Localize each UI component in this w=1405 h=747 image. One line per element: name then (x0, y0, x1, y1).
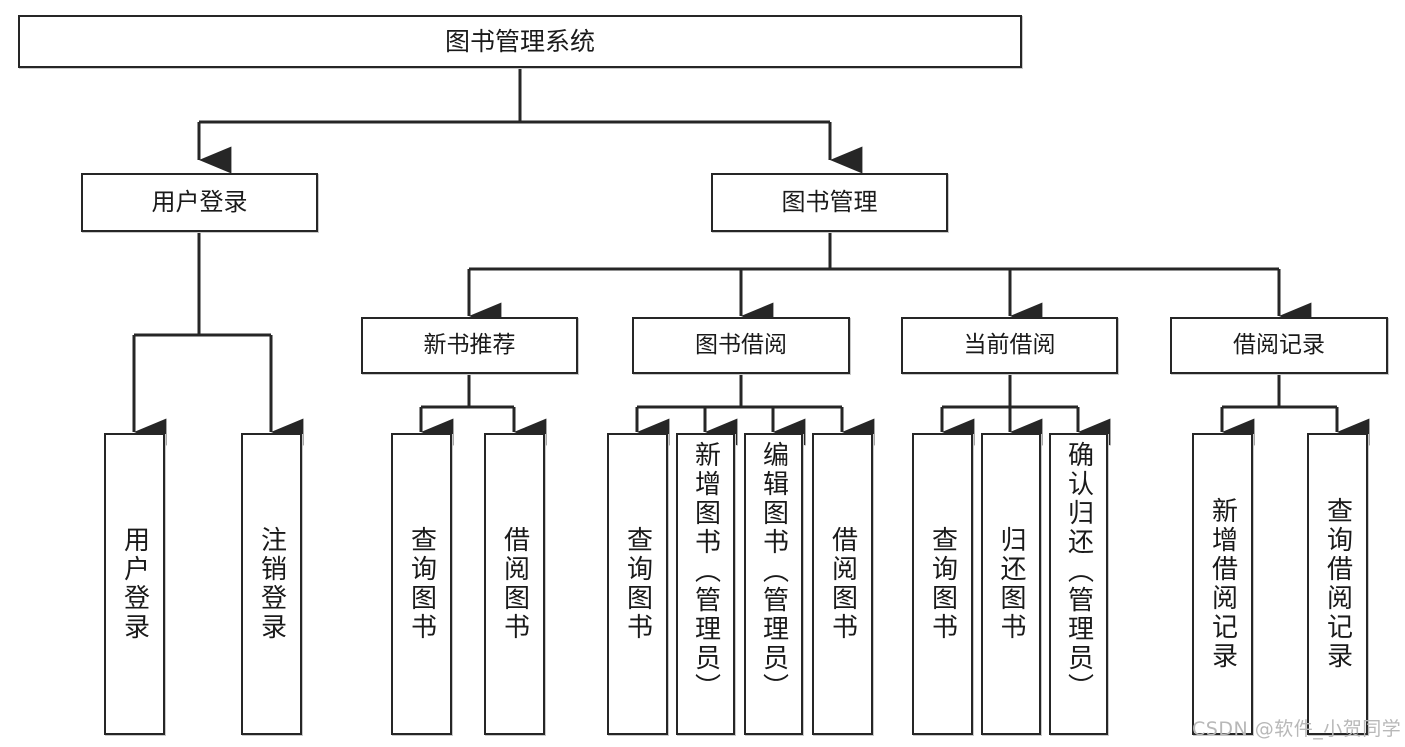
node-leaf-query-book-1-label: 查询图书 (406, 526, 437, 642)
node-leaf-query-book-3-label: 查询图书 (927, 526, 958, 642)
node-leaf-user-login-label: 用户登录 (119, 526, 150, 642)
node-leaf-query-book-2-label: 查询图书 (622, 526, 653, 642)
node-borrow-record-label: 借阅记录 (1233, 331, 1325, 358)
node-leaf-edit-book[interactable]: 编辑图书（管理员） (744, 433, 803, 735)
node-leaf-user-login[interactable]: 用户登录 (104, 433, 165, 735)
node-leaf-query-record[interactable]: 查询借阅记录 (1307, 433, 1368, 735)
node-leaf-confirm-return-label: 确认归还（管理员） (1063, 441, 1094, 702)
node-leaf-edit-book-label: 编辑图书（管理员） (758, 441, 789, 702)
node-leaf-add-book[interactable]: 新增图书（管理员） (676, 433, 735, 735)
node-new-book-recommend-label: 新书推荐 (423, 331, 516, 358)
node-leaf-borrow-book-2-label: 借阅图书 (827, 526, 858, 642)
node-current-borrow-label: 当前借阅 (963, 331, 1056, 358)
node-user-login[interactable]: 用户登录 (81, 173, 318, 232)
node-current-borrow[interactable]: 当前借阅 (901, 317, 1118, 374)
node-leaf-query-book-1[interactable]: 查询图书 (391, 433, 452, 735)
node-book-borrow-label: 图书借阅 (695, 331, 787, 358)
node-book-manage[interactable]: 图书管理 (711, 173, 948, 232)
node-leaf-return-book-label: 归还图书 (996, 526, 1026, 642)
node-leaf-query-record-label: 查询借阅记录 (1322, 497, 1353, 671)
node-book-borrow[interactable]: 图书借阅 (632, 317, 850, 374)
node-leaf-query-book-3[interactable]: 查询图书 (912, 433, 973, 735)
node-leaf-borrow-book-1[interactable]: 借阅图书 (484, 433, 545, 735)
node-book-manage-label: 图书管理 (781, 188, 878, 217)
node-leaf-borrow-book-1-label: 借阅图书 (499, 526, 530, 642)
watermark: CSDN @软件_小贺同学 (1192, 718, 1402, 740)
node-new-book-recommend[interactable]: 新书推荐 (361, 317, 578, 374)
node-leaf-logout-label: 注销登录 (256, 526, 287, 642)
node-leaf-query-book-2[interactable]: 查询图书 (607, 433, 668, 735)
node-leaf-borrow-book-2[interactable]: 借阅图书 (812, 433, 873, 735)
node-leaf-confirm-return[interactable]: 确认归还（管理员） (1049, 433, 1108, 735)
node-borrow-record[interactable]: 借阅记录 (1170, 317, 1388, 374)
node-leaf-add-record-label: 新增借阅记录 (1207, 497, 1238, 671)
node-root-label: 图书管理系统 (444, 26, 595, 56)
node-leaf-add-book-label: 新增图书（管理员） (690, 441, 721, 702)
node-leaf-logout[interactable]: 注销登录 (241, 433, 302, 735)
node-leaf-return-book[interactable]: 归还图书 (981, 433, 1041, 735)
node-leaf-add-record[interactable]: 新增借阅记录 (1192, 433, 1253, 735)
node-user-login-label: 用户登录 (151, 188, 248, 217)
node-root[interactable]: 图书管理系统 (18, 15, 1022, 68)
